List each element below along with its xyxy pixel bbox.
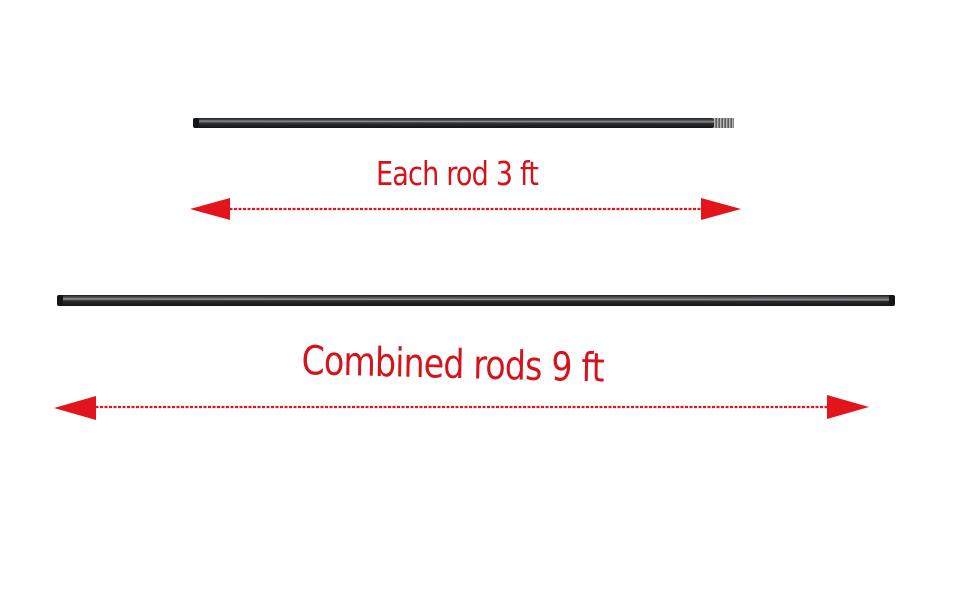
long-rod	[56, 295, 896, 306]
long-dimension-arrow	[54, 395, 869, 420]
short-rod-body	[193, 118, 715, 128]
short-rod-end-cap	[193, 118, 199, 128]
long-arrow-right-head	[827, 395, 869, 419]
short-arrow-right-head	[701, 198, 741, 220]
short-arrow-left-head	[190, 198, 230, 220]
short-rod-highlight	[192, 120, 715, 123]
long-rod-body	[57, 295, 895, 306]
long-arrow-left-head	[54, 396, 96, 420]
short-dimension-arrow	[190, 198, 741, 220]
short-rod	[192, 118, 734, 128]
short-rod-threaded-end	[714, 118, 734, 128]
long-rod-left-cap	[57, 295, 63, 306]
long-rod-highlight	[56, 298, 896, 301]
combined-rods-length-label: Combined rods 9 ft	[301, 338, 605, 392]
short-rod-length-label: Each rod 3 ft	[376, 154, 539, 193]
long-rod-right-cap	[889, 295, 895, 306]
